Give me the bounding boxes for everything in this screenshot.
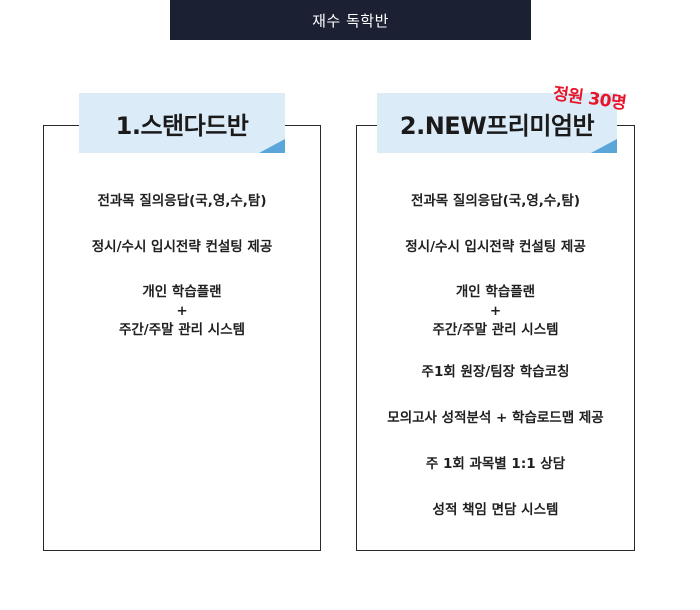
list-item: 주 1회 과목별 1:1 상담 <box>425 456 566 472</box>
plan-card-premium <box>356 125 635 551</box>
list-item: + <box>176 303 188 319</box>
list-item: 주간/주말 관리 시스템 <box>432 322 559 338</box>
list-item: 전과목 질의응답(국,영,수,탐) <box>97 193 267 209</box>
list-item: 정시/수시 입시전략 컨설팅 제공 <box>91 239 273 255</box>
list-item: 개인 학습플랜 <box>455 284 536 300</box>
list-item: 전과목 질의응답(국,영,수,탐) <box>410 193 581 209</box>
header-title: 재수 독학반 <box>312 11 389 30</box>
list-item: + <box>489 303 502 319</box>
corner-fold-icon <box>259 139 285 153</box>
plan-title-premium: 2.NEW프리미엄반 <box>377 93 617 153</box>
header-banner: 재수 독학반 <box>170 0 531 40</box>
list-item: 모의고사 성적분석 + 학습로드맵 제공 <box>387 410 604 426</box>
plan-title-standard: 1.스탠다드반 <box>79 93 285 153</box>
list-item: 주간/주말 관리 시스템 <box>118 322 246 338</box>
list-item: 성적 책임 면담 시스템 <box>432 502 559 518</box>
plan-card-standard <box>43 125 321 551</box>
feature-list-premium: 전과목 질의응답(국,영,수,탐) 정시/수시 입시전략 컨설팅 제공 개인 학… <box>356 187 635 542</box>
list-item: 주1회 원장/팀장 학습코칭 <box>421 364 570 380</box>
list-item: 정시/수시 입시전략 컨설팅 제공 <box>405 239 586 255</box>
feature-list-standard: 전과목 질의응답(국,영,수,탐) 정시/수시 입시전략 컨설팅 제공 개인 학… <box>43 187 321 340</box>
list-item: 개인 학습플랜 <box>142 284 222 300</box>
corner-fold-icon <box>591 139 617 153</box>
